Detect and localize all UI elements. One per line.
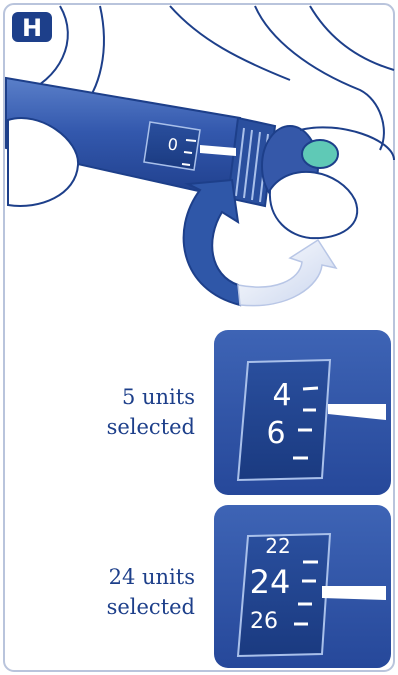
dose-panel-5-units: 4 6: [214, 330, 391, 495]
dial-number-22: 22: [265, 534, 290, 558]
step-badge-letter: H: [22, 14, 42, 42]
step-badge: H: [12, 12, 52, 42]
caption-selected: selected: [40, 592, 195, 622]
caption-selected: selected: [40, 412, 195, 442]
caption-units: 24 units: [40, 562, 195, 592]
caption-5-units: 5 units selected: [40, 382, 195, 442]
dial-number-24: 24: [250, 563, 291, 601]
caption-24-units: 24 units selected: [40, 562, 195, 622]
dose-panel-24-units: 22 24 26: [214, 505, 391, 668]
dial-number-6: 6: [266, 416, 285, 451]
dial-number-4: 4: [272, 378, 291, 413]
dose-pointer: [322, 586, 386, 600]
caption-units: 5 units: [40, 382, 195, 412]
dial-number-26: 26: [250, 609, 278, 634]
